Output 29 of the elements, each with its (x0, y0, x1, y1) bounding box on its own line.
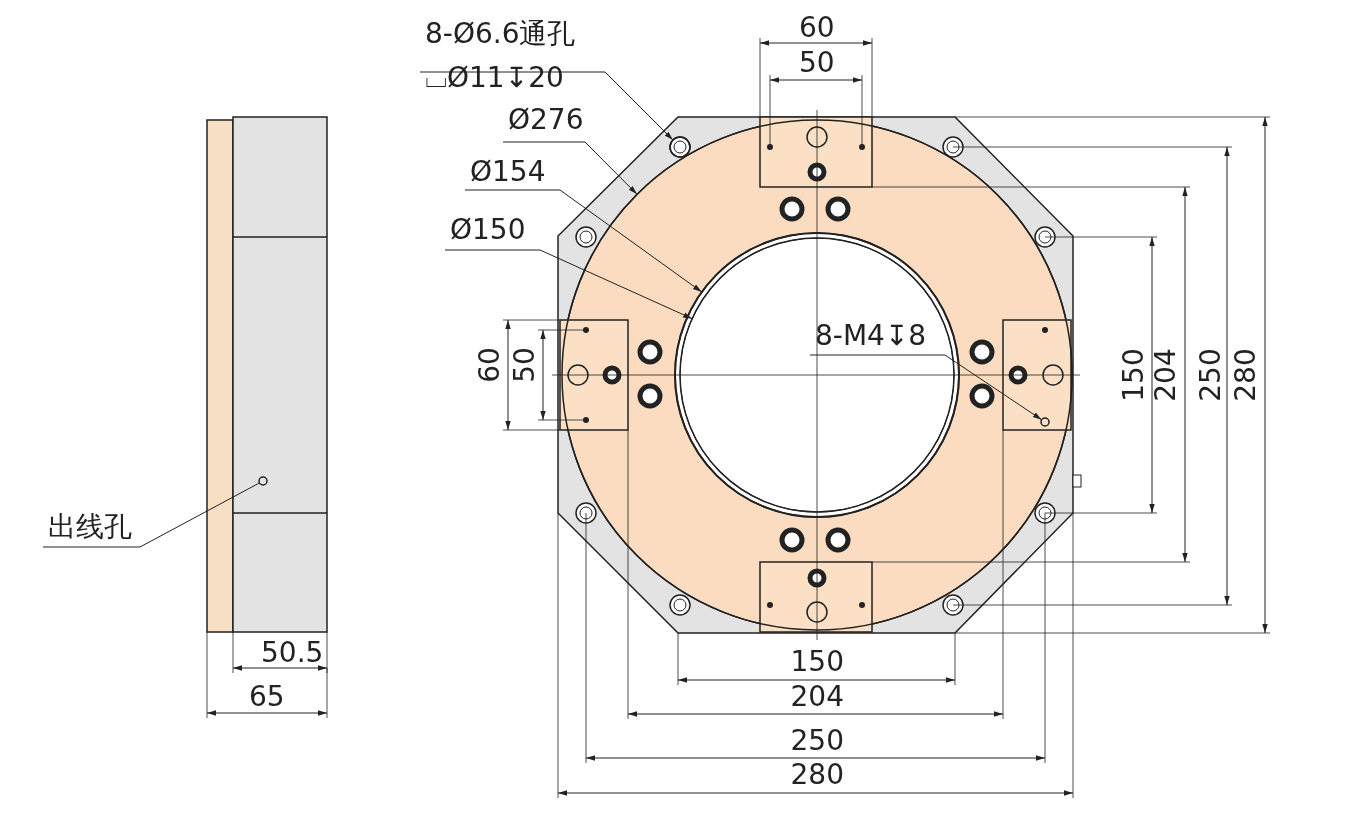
dimension-text: 150 (790, 646, 844, 678)
dimension-text: 150 (1117, 348, 1150, 402)
leader-line (809, 354, 1043, 421)
leader-line (444, 249, 693, 320)
dimension-text: 250 (790, 725, 844, 757)
hole (669, 136, 691, 158)
callout-text: 出线孔 (48, 509, 132, 545)
callout-text: Ø150 (450, 212, 526, 248)
callout-text: Ø276 (508, 102, 584, 138)
dimension-text: 250 (1194, 348, 1227, 402)
leader-line (464, 189, 703, 293)
callout-text: 8-Ø6.6通孔 (425, 16, 576, 52)
dimension-text: 60 (799, 12, 835, 44)
dimension-text: 50 (799, 47, 835, 79)
callout-text: ⌴Ø11↧20 (425, 60, 565, 96)
dimension-text: 60 (473, 347, 506, 383)
hole (258, 476, 268, 486)
leader-line (419, 71, 674, 141)
callout-text: Ø154 (470, 154, 546, 190)
dimension-text: 204 (1149, 348, 1182, 402)
dimension-text: 280 (1229, 348, 1262, 402)
dimension-text: 204 (790, 681, 844, 713)
leader-line (502, 141, 638, 195)
callout-text: 8-M4↧8 (815, 318, 927, 354)
dimension-text: 50.5 (261, 637, 324, 669)
dimension-text: 50 (508, 347, 541, 383)
dimension-text: 65 (249, 681, 285, 713)
dimension-text: 280 (790, 759, 844, 791)
leader-line (42, 482, 260, 548)
